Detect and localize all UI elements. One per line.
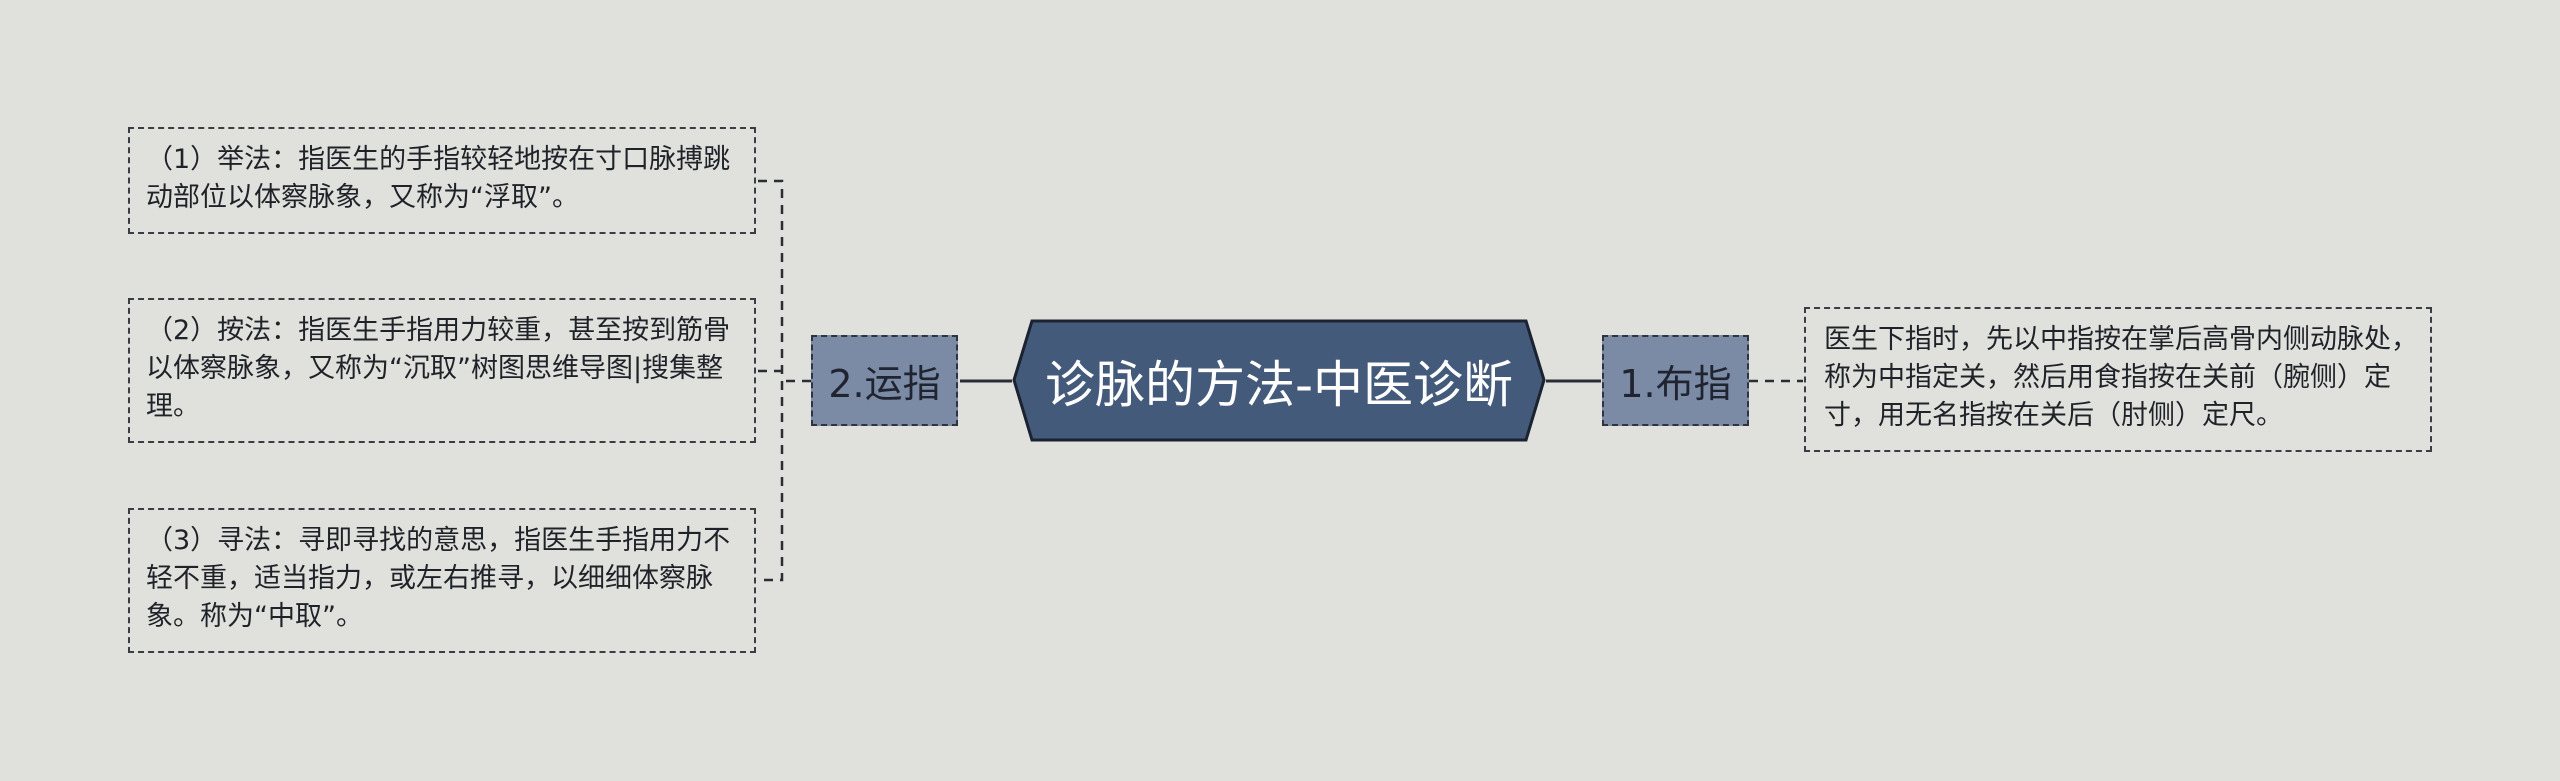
central-topic[interactable]: 诊脉的方法-中医诊断 xyxy=(1012,319,1546,442)
central-topic-label: 诊脉的方法-中医诊断 xyxy=(1044,355,1514,414)
central-topic-shape xyxy=(1012,319,1546,442)
connector-leaves-bracket xyxy=(758,179,784,582)
branch-node-placement[interactable]: 1.布指 xyxy=(1602,335,1749,426)
branch-node-technique[interactable]: 2.运指 xyxy=(811,335,958,426)
leaf-node-finger-placement[interactable]: 医生下指时，先以中指按在掌后高骨内侧动脉处，称为中指定关，然后用食指按在关前（腕… xyxy=(1804,307,2432,452)
leaf-node-seek-method[interactable]: （3）寻法：寻即寻找的意思，指医生手指用力不轻不重，适当指力，或左右推寻，以细细… xyxy=(128,508,756,653)
leaf-node-press-method[interactable]: （2）按法：指医生手指用力较重，甚至按到筋骨以体察脉象，又称为“沉取”树图思维导… xyxy=(128,298,756,443)
leaf-node-lift-method[interactable]: （1）举法：指医生的手指较轻地按在寸口脉搏跳动部位以体察脉象，又称为“浮取”。 xyxy=(128,127,756,234)
